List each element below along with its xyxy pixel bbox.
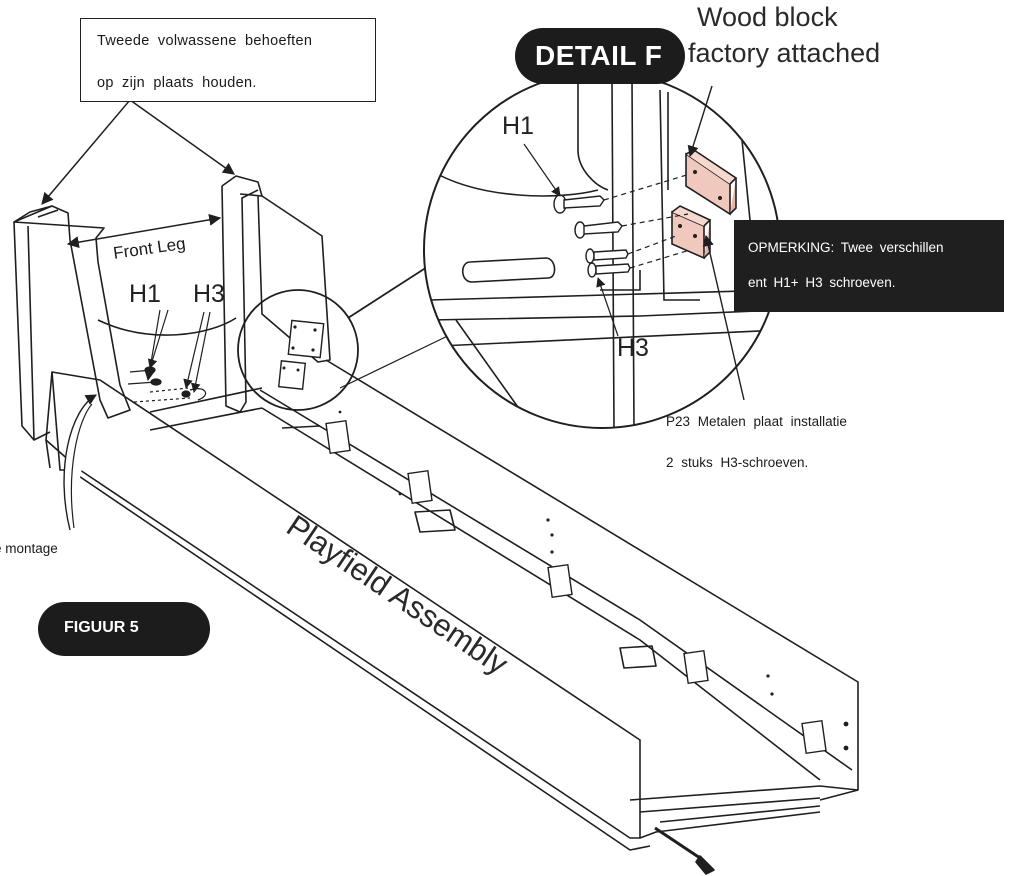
h3-label: H3 xyxy=(193,280,225,308)
note-line-1: OPMERKING: Twee verschillen xyxy=(748,240,944,255)
note-line-2: ent H1+ H3 schroeven. xyxy=(748,275,896,290)
detail-h3-label: H3 xyxy=(617,334,649,362)
figure-badge-label: FIGUUR 5 xyxy=(64,619,139,636)
wood-block-label-1: Wood block xyxy=(697,2,838,32)
instruction-callout: Tweede volwassene behoeften op zijn plaa… xyxy=(80,18,376,102)
front-panel xyxy=(45,371,641,839)
montage-label: e montage xyxy=(0,541,58,556)
detail-circle xyxy=(423,71,781,429)
plate-note-line-2: 2 stuks H3-schroeven. xyxy=(666,455,809,470)
right-leg xyxy=(221,175,331,363)
plate-note-line-1: P23 Metalen plaat installatie xyxy=(666,414,847,429)
detail-source-circle xyxy=(237,289,359,411)
wood-block-label-2: factory attached xyxy=(688,38,881,68)
h1-label: H1 xyxy=(129,280,161,308)
detail-badge: DETAIL F xyxy=(515,28,685,84)
figure-badge: FIGUUR 5 xyxy=(38,602,210,656)
detail-badge-label: DETAIL F xyxy=(535,40,663,71)
back-rail xyxy=(325,359,859,801)
left-leg xyxy=(13,205,131,419)
callout-line-1: Tweede volwassene behoeften xyxy=(97,33,313,49)
callout-line-2: op zijn plaats houden. xyxy=(97,75,257,91)
detail-h1-label: H1 xyxy=(502,112,534,140)
note-box: OPMERKING: Twee verschillen ent H1+ H3 s… xyxy=(734,220,1004,312)
